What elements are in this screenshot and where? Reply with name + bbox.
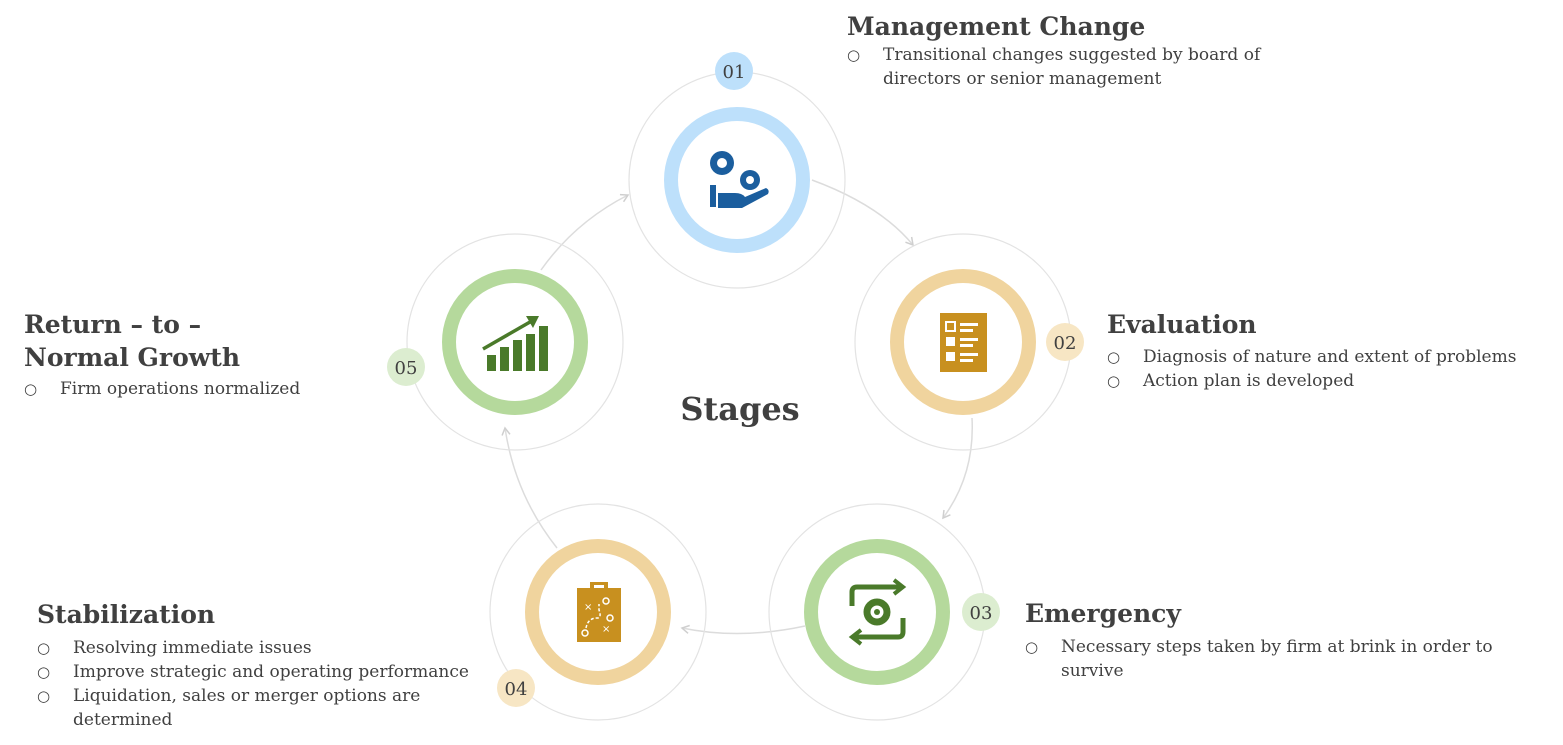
bullet-item: Improve strategic and operating performa… — [37, 660, 477, 684]
stage-number: 02 — [1054, 333, 1077, 354]
number-badge — [962, 593, 1000, 631]
svg-text:×: × — [584, 602, 592, 613]
number-badge — [497, 669, 535, 707]
stage-05-bullets: Firm operations normalized — [24, 377, 344, 401]
center-label: Stages — [680, 390, 800, 428]
stage-number: 04 — [505, 679, 528, 700]
stage-04: 04 × × — [489, 503, 707, 721]
stage-01-bullets: Transitional changes suggested by board … — [847, 43, 1267, 91]
stage-01: 01 — [628, 52, 846, 289]
number-badge — [387, 348, 425, 386]
number-badge — [715, 52, 753, 90]
outer-ring — [406, 233, 624, 451]
checklist-icon — [940, 313, 987, 372]
stage-02-title: Evaluation — [1107, 310, 1257, 339]
strategy-clipboard-icon: × × — [577, 582, 621, 642]
stage-number: 03 — [970, 603, 993, 624]
stage-05-title-line1: Return – to – — [24, 310, 202, 339]
stage-03-bullets: Necessary steps taken by firm at brink i… — [1025, 635, 1555, 683]
bullet-item: Firm operations normalized — [24, 377, 344, 401]
stage-04-bullets: Resolving immediate issues Improve strat… — [37, 636, 477, 732]
bullet-item: Necessary steps taken by firm at brink i… — [1025, 635, 1555, 683]
stage-05-title-line2: Normal Growth — [24, 343, 240, 372]
outer-ring — [489, 503, 707, 721]
arrow-03-to-04 — [680, 624, 806, 635]
stage-03-title: Emergency — [1025, 599, 1181, 628]
arrow-05-to-01 — [540, 193, 630, 271]
arrow-02-to-03 — [942, 417, 974, 520]
stage-03: 03 — [768, 503, 1000, 721]
arrow-04-to-05 — [501, 426, 558, 549]
bullet-item: Resolving immediate issues — [37, 636, 477, 660]
connector-arrows — [501, 179, 974, 635]
svg-text:×: × — [602, 624, 610, 635]
stage-01-title: Management Change — [847, 12, 1146, 41]
stage-number: 05 — [395, 358, 418, 379]
bullet-item: Action plan is developed — [1107, 369, 1547, 393]
bullet-item: Transitional changes suggested by board … — [847, 43, 1267, 91]
growth-chart-icon — [482, 316, 548, 371]
gears-hand-icon — [710, 151, 769, 208]
stage-02-bullets: Diagnosis of nature and extent of proble… — [1107, 345, 1547, 393]
stage-04-title: Stabilization — [37, 600, 216, 629]
stage-number: 01 — [723, 62, 746, 83]
bullet-item: Liquidation, sales or merger options are… — [37, 684, 477, 732]
bullet-item: Diagnosis of nature and extent of proble… — [1107, 345, 1547, 369]
stage-ring — [664, 107, 810, 253]
stage-02: 02 — [854, 233, 1084, 451]
stage-05: 05 — [387, 233, 624, 451]
arrow-01-to-02 — [811, 179, 914, 247]
gear-cycle-icon — [848, 578, 907, 646]
number-badge — [1046, 323, 1084, 361]
